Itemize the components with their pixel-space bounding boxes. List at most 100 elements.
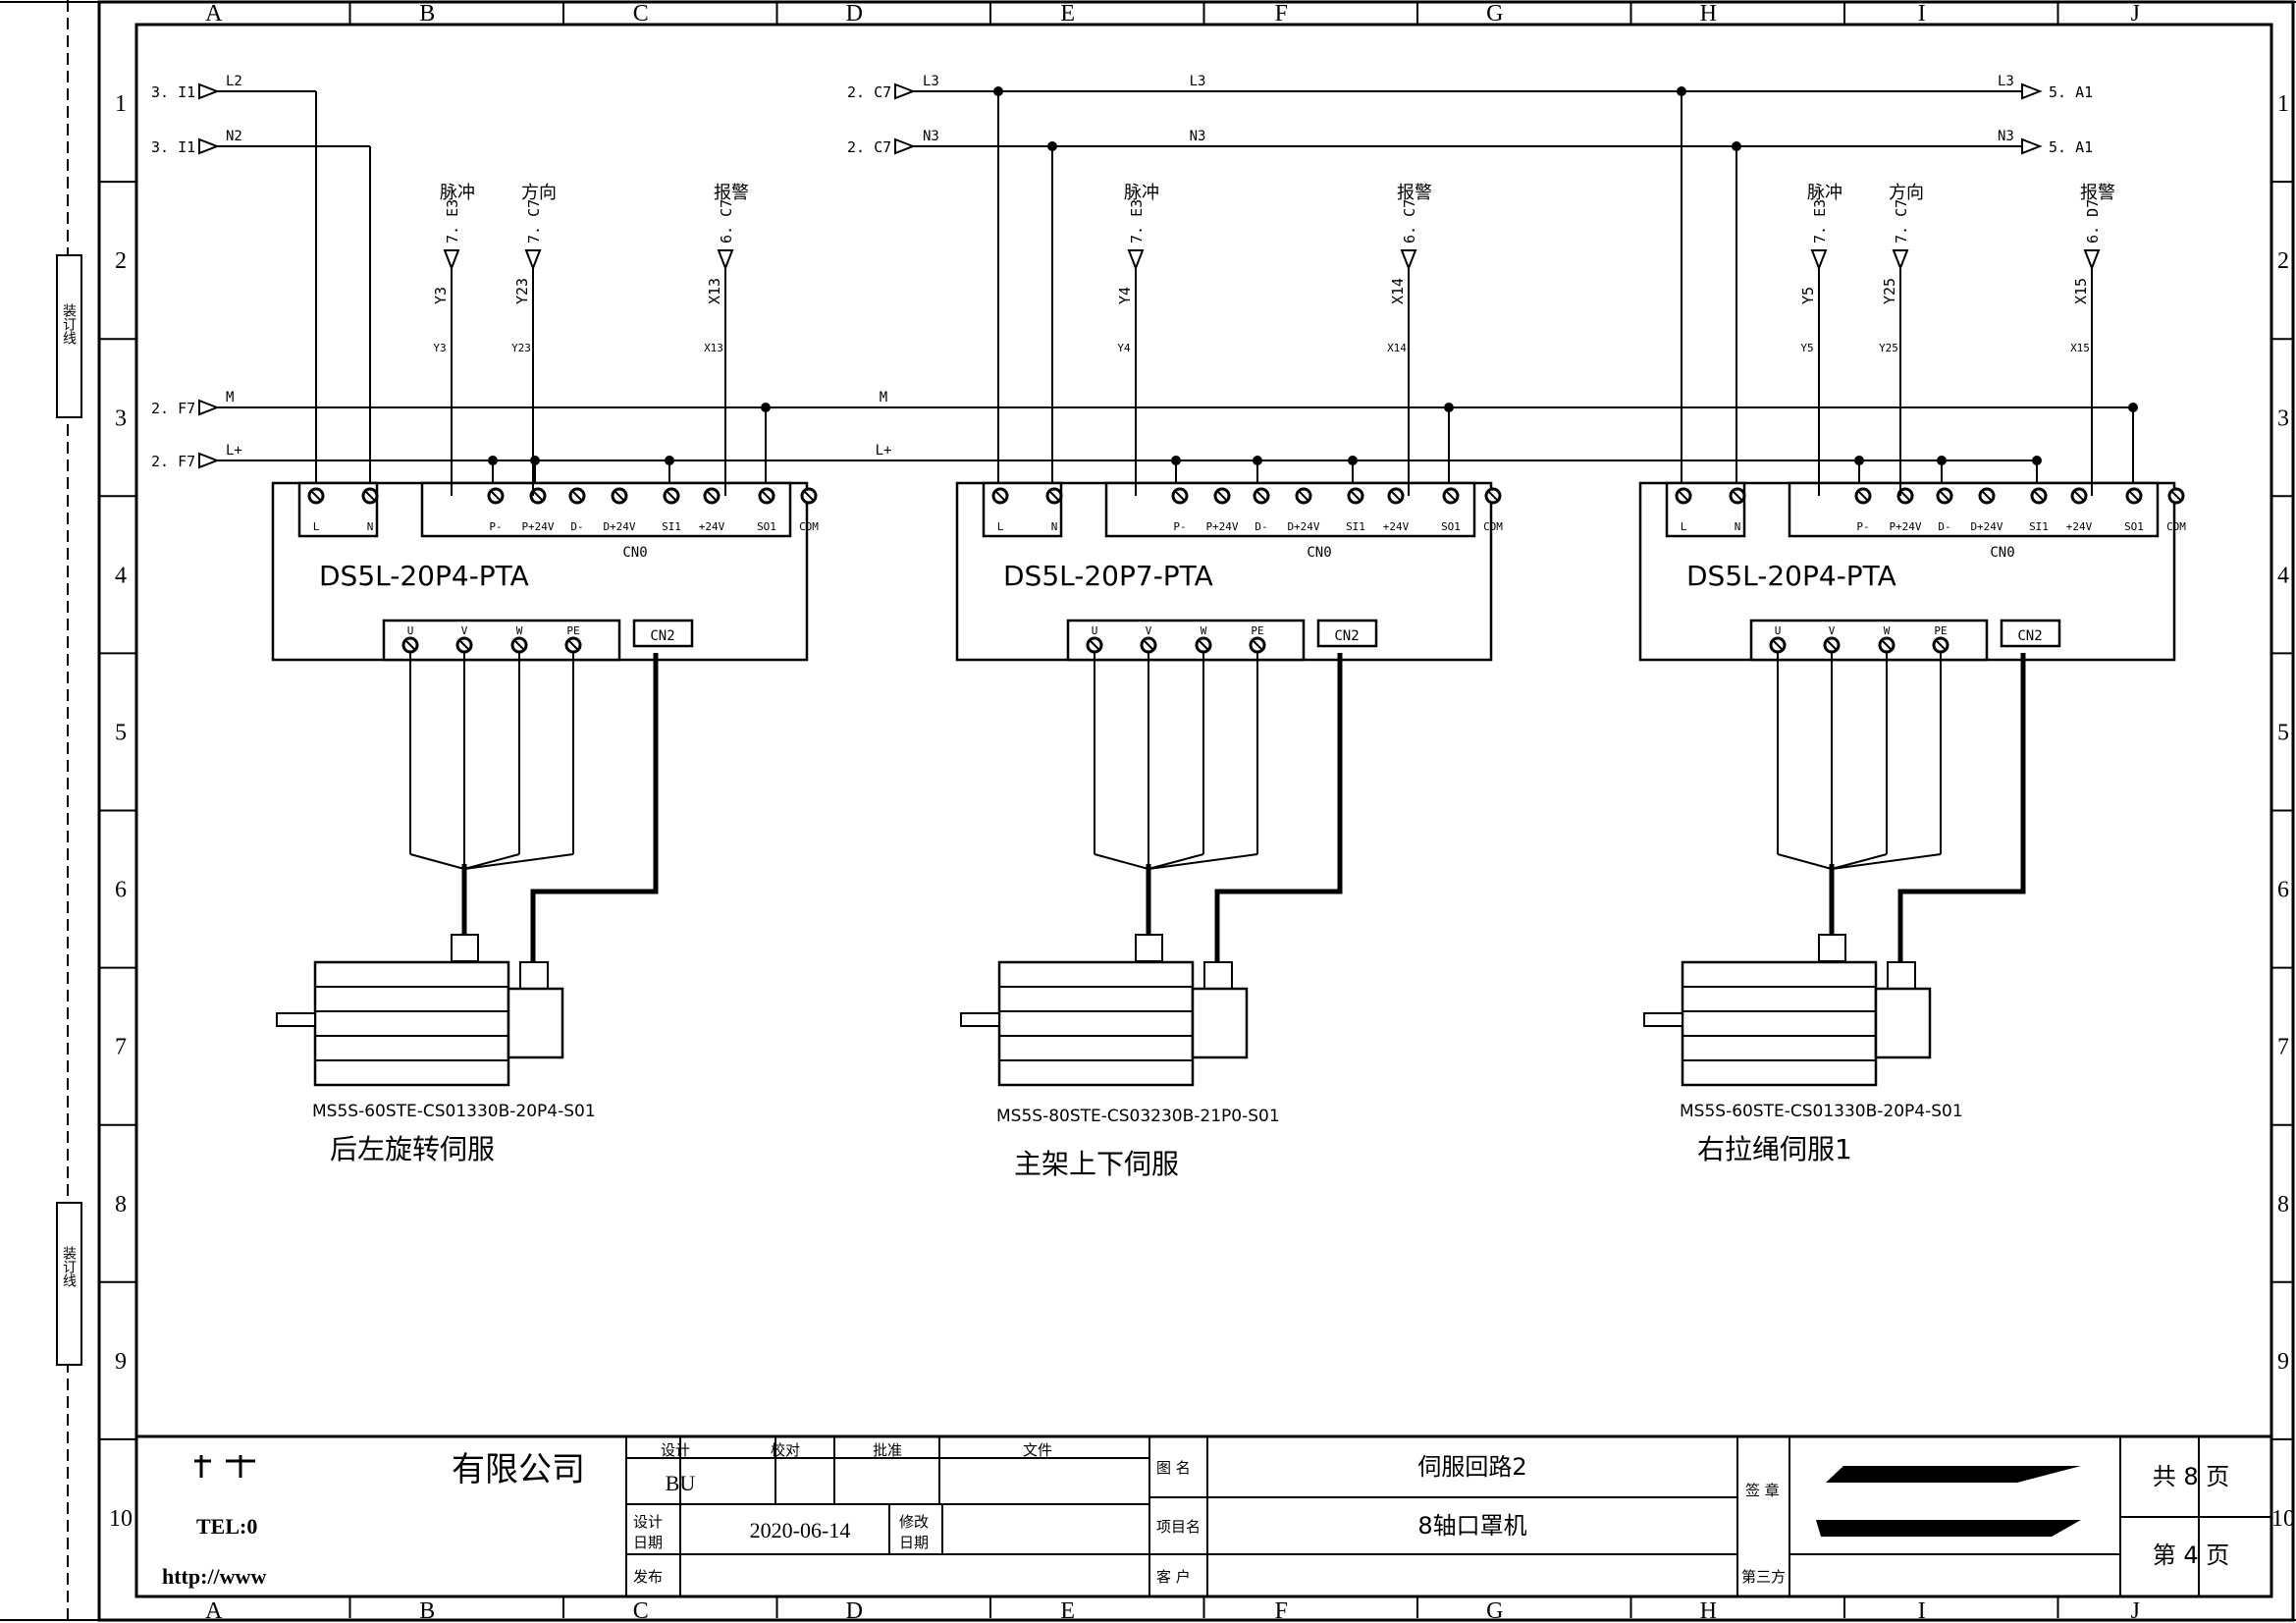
tb-drawing-name: 伺服回路2: [1417, 1453, 1526, 1481]
wire: [1148, 853, 1204, 870]
screw-slot: [1390, 490, 1402, 502]
screw-slot: [310, 490, 322, 502]
off-page-arrow: [198, 82, 220, 100]
tb-third-party-label: 第三方: [1741, 1568, 1786, 1586]
signal-name: N2: [226, 129, 242, 144]
company-name: 有限公司: [452, 1450, 585, 1489]
io-ref: 6. C7: [718, 199, 735, 243]
grid-row-label: 7: [115, 1035, 127, 1060]
grid-row-label: 4: [2277, 563, 2289, 588]
terminal-label: P+24V: [1205, 520, 1238, 533]
io-tag: Y5: [1800, 342, 1813, 354]
terminal-label: P-: [489, 520, 502, 533]
bus-label: L3: [1190, 74, 1206, 89]
screw-slot: [803, 490, 815, 502]
grid-row-label: 2: [2277, 248, 2289, 274]
off-page-arrow: [2083, 249, 2101, 271]
grid-row-label: 8: [115, 1192, 127, 1217]
io-address: Y5: [1799, 287, 1817, 304]
screw-slot: [1826, 639, 1838, 651]
grid-column-label: J: [2131, 1598, 2140, 1623]
servo-motor: [960, 934, 1249, 1087]
grid-row-label: 10: [109, 1506, 133, 1532]
junction-dot: [1047, 141, 1057, 151]
screw-slot: [1048, 490, 1060, 502]
signal-ref: 2. F7: [151, 400, 195, 417]
tb-design-label: 设计: [661, 1441, 690, 1459]
screw-slot: [2073, 490, 2085, 502]
screw-slot: [1881, 639, 1893, 651]
cn2-connector: [1316, 619, 1378, 648]
bus-label: N3: [1190, 129, 1206, 144]
cn0-terminal-block: [1788, 481, 2160, 538]
tb-drawing-name-label: 图 名: [1156, 1459, 1191, 1477]
tb-sign-label: 签 章: [1745, 1482, 1780, 1499]
tb-approve-label: 批准: [873, 1441, 902, 1459]
terminal-label: COM: [2166, 520, 2186, 533]
motor-terminal-label: U: [1775, 624, 1782, 637]
wire: [1094, 853, 1149, 870]
terminal-label: SO1: [757, 520, 776, 533]
terminal-label: L: [1681, 520, 1687, 533]
terminal-label: SO1: [2124, 520, 2144, 533]
off-page-arrow: [1400, 249, 1417, 271]
signal-ref: 5. A1: [2049, 83, 2093, 101]
grid-column-label: I: [1918, 1598, 1926, 1623]
motor-terminal-label: PE: [566, 624, 579, 637]
motor-terminal-block: [382, 619, 621, 662]
motor-model: MS5S-80STE-CS03230B-21P0-S01: [996, 1107, 1280, 1126]
io-title: 报警: [2080, 183, 2115, 203]
tb-page-number: 第 4 页: [2153, 1542, 2230, 1569]
screw-slot: [666, 490, 677, 502]
screw-slot: [490, 490, 502, 502]
tb-customer-label: 客 户: [1156, 1568, 1191, 1586]
io-address: X13: [706, 278, 723, 304]
io-title: 脉冲: [1124, 183, 1159, 203]
screw-slot: [404, 639, 416, 651]
signal-name: M: [226, 390, 234, 406]
io-title: 方向: [1889, 183, 1924, 203]
terminal-label: SI1: [2029, 520, 2049, 533]
servo-motor: [1643, 934, 1932, 1087]
screw-slot: [1252, 639, 1263, 651]
off-page-arrow: [524, 249, 542, 271]
terminal-label: D-: [1255, 520, 1267, 533]
io-title: 脉冲: [1807, 183, 1842, 203]
tb-total-pages: 共 8 页: [2153, 1463, 2230, 1490]
signature-image: [1816, 1466, 2081, 1537]
screw-slot: [1350, 490, 1362, 502]
grid-row-label: 7: [2277, 1035, 2289, 1060]
screw-slot: [1089, 639, 1100, 651]
screw-slot: [2170, 490, 2182, 502]
grid-column-label: F: [1275, 1598, 1288, 1623]
off-page-arrow: [198, 137, 220, 155]
screw-slot: [1198, 639, 1209, 651]
grid-column-label: B: [419, 1, 435, 27]
grid-row-label: 6: [115, 878, 127, 903]
wire: [1148, 853, 1258, 870]
tb-modify-date-label: 修改: [899, 1513, 929, 1531]
motor-terminal-label: V: [461, 624, 468, 637]
grid-row-label: 3: [2277, 406, 2289, 431]
io-ref: 7. E3: [1128, 199, 1146, 243]
terminal-label: SO1: [1441, 520, 1461, 533]
screw-slot: [994, 490, 1006, 502]
grid-column-label: G: [1486, 1598, 1503, 1623]
screw-slot: [1143, 639, 1154, 651]
binding-line-top: 装订线: [56, 254, 82, 418]
grid-column-label: C: [633, 1598, 649, 1623]
wire: [409, 853, 465, 870]
tb-design-date-label: 设计: [633, 1513, 663, 1531]
wire: [1831, 853, 1942, 870]
io-address: Y3: [432, 287, 450, 304]
io-tag: X13: [704, 342, 723, 354]
terminal-label: P+24V: [521, 520, 554, 533]
screw-slot: [513, 639, 525, 651]
